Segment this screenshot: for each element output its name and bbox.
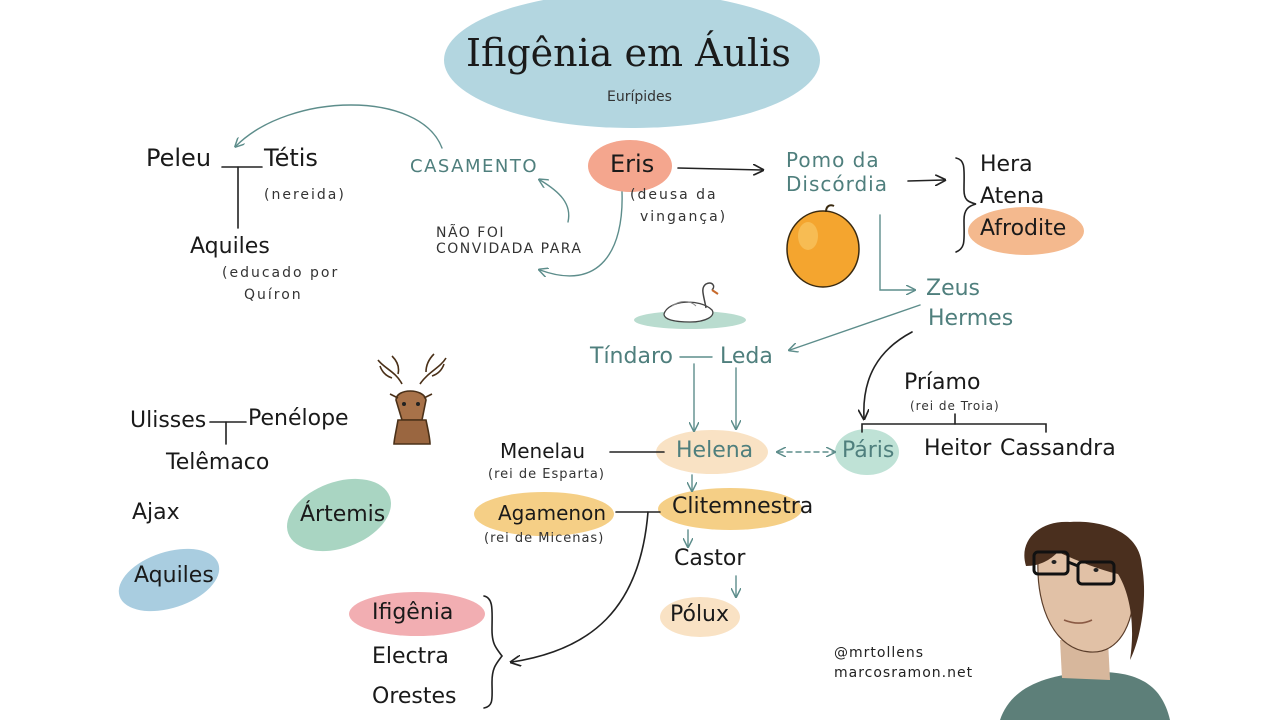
label-casamento: CASAMENTO — [410, 156, 538, 177]
node-priamo: Príamo — [904, 370, 981, 395]
apple-icon — [786, 204, 860, 288]
node-atena: Atena — [980, 184, 1045, 209]
label-pomo-1: Pomo da — [786, 148, 880, 172]
eris-convidada-curve — [540, 191, 623, 276]
note-tetis: (nereida) — [264, 187, 346, 203]
ifigenia-blob — [349, 592, 485, 636]
node-ifigenia: Ifigênia — [372, 600, 454, 625]
agamenon-children-arrow — [512, 511, 649, 662]
node-electra: Electra — [372, 644, 449, 669]
node-ajax: Ajax — [132, 500, 180, 525]
node-artemis: Ártemis — [300, 502, 386, 527]
note-agamenon: (rei de Micenas) — [484, 531, 605, 546]
node-peleu: Peleu — [146, 144, 212, 172]
node-aquiles-son: Aquiles — [190, 234, 270, 259]
node-afrodite: Afrodite — [980, 216, 1067, 241]
credit-handle: @mrtollens — [834, 645, 925, 661]
node-orestes: Orestes — [372, 684, 457, 709]
node-zeus: Zeus — [926, 276, 981, 301]
node-telemaco: Telêmaco — [166, 450, 270, 475]
zeus-leda-arrow — [790, 304, 921, 350]
aquiles-blob — [118, 548, 220, 612]
eris-blob — [588, 140, 672, 192]
node-menelau: Menelau — [500, 439, 586, 463]
note-eris-2: vingança) — [640, 209, 728, 225]
deer-icon — [377, 353, 447, 445]
label-convidada: CONVIDADA PARA — [436, 241, 583, 257]
goddesses-brace — [955, 157, 977, 253]
nao-convidada-curve — [540, 180, 570, 223]
label-pomo-2: Discórdia — [786, 172, 888, 196]
note-aquiles-2: Quíron — [244, 287, 303, 303]
node-helena: Helena — [676, 438, 754, 463]
note-aquiles-1: (educado por — [222, 265, 340, 281]
afrodite-blob — [968, 207, 1084, 255]
pomo-goddesses-arrow — [907, 180, 944, 181]
node-ulisses: Ulisses — [130, 408, 207, 433]
author: Eurípides — [607, 89, 672, 105]
casamento-peleu-arrow — [236, 104, 443, 149]
polux-blob — [660, 597, 740, 637]
portrait-illustration — [1000, 521, 1170, 720]
swan-icon — [634, 282, 746, 329]
page-title: Ifigênia em Áulis — [466, 31, 791, 75]
node-clitemnestra: Clitemnestra — [672, 494, 814, 519]
children-brace — [483, 595, 504, 709]
node-hermes: Hermes — [928, 306, 1014, 331]
node-aquiles-hero: Aquiles — [134, 563, 214, 588]
pomo-zeus-arrow — [879, 214, 914, 290]
node-tetis: Tétis — [264, 144, 318, 172]
node-hera: Hera — [980, 152, 1033, 177]
artemis-blob — [287, 478, 391, 552]
helena-blob — [656, 430, 768, 474]
node-tindaro: Tíndaro — [590, 344, 673, 369]
note-eris-1: (deusa da — [630, 187, 718, 203]
node-penelope: Penélope — [248, 406, 349, 431]
title-blob — [444, 0, 820, 128]
label-nao-foi: NÃO FOI — [436, 225, 505, 241]
node-eris: Eris — [610, 150, 655, 178]
node-castor: Castor — [674, 546, 746, 571]
priamo-children-bracket — [861, 423, 1047, 433]
node-leda: Leda — [720, 344, 773, 369]
clitemnestra-blob — [658, 488, 802, 530]
node-heitor: Heitor — [924, 436, 992, 461]
node-polux: Pólux — [670, 602, 730, 627]
hermes-paris-arrow — [864, 331, 913, 418]
node-cassandra: Cassandra — [1000, 436, 1116, 461]
note-menelau: (rei de Esparta) — [488, 467, 605, 482]
paris-blob — [835, 429, 899, 475]
eris-pomo-arrow — [677, 168, 762, 170]
agamenon-blob — [474, 492, 614, 536]
node-paris: Páris — [842, 438, 895, 463]
node-agamenon: Agamenon — [498, 501, 607, 525]
credit-site: marcosramon.net — [834, 665, 974, 681]
note-priamo: (rei de Troia) — [910, 399, 1000, 413]
